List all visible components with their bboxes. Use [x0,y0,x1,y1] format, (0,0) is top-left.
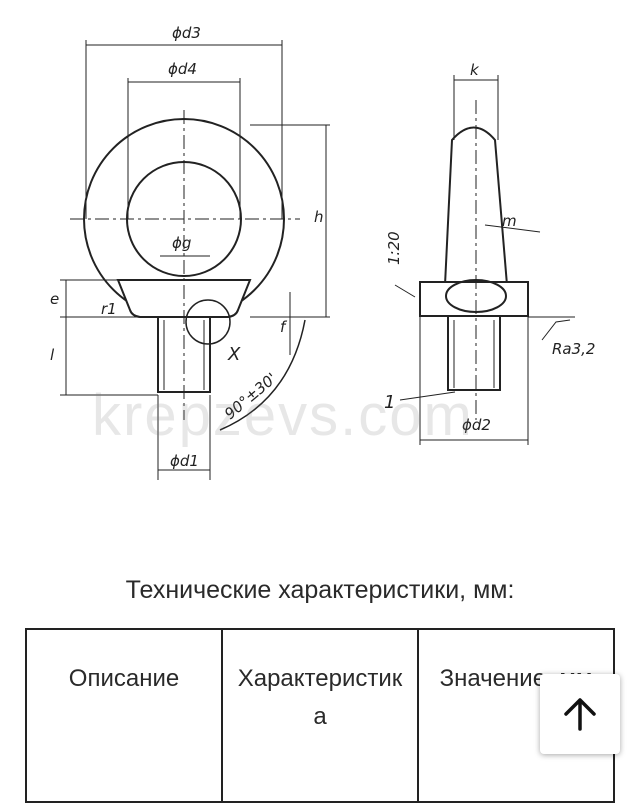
column-header-characteristic: Характеристика [221,628,419,803]
dim-d3: ϕd3 [172,24,201,42]
dim-one: 1 [384,392,395,413]
specs-title: Технические характеристики, мм: [125,576,515,604]
table-header-row: Описание Характеристика Значение, мм [25,628,615,803]
thread-right [447,315,501,391]
dim-m: m [502,212,517,230]
specs-table: Описание Характеристика Значение, мм [25,628,615,803]
dim-e: e [50,290,59,308]
dim-f: f [280,318,288,336]
dim-d1: ϕd1 [170,452,199,470]
column-header-description: Описание [25,628,223,803]
side-collar [419,281,529,317]
scroll-to-top-button[interactable] [540,674,620,754]
dim-d2: ϕd2 [462,416,491,434]
dim-g: ϕg [172,234,191,252]
dim-h: h [314,208,324,226]
dim-taper: 1:20 [385,231,403,265]
dim-k: k [470,61,480,79]
dim-l: l [50,346,55,364]
eye-bolt-drawing: ϕd3 ϕd4 ϕg h e r1 l f X 90°±30' ϕd1 k 1:… [50,24,595,480]
dim-d4: ϕd4 [168,60,197,78]
dim-r1: r1 [101,300,117,318]
dim-ra: Ra3,2 [552,340,595,358]
watermark: krepzevs.com [92,383,474,448]
dim-x: X [227,344,241,365]
arrow-up-icon [564,698,596,731]
